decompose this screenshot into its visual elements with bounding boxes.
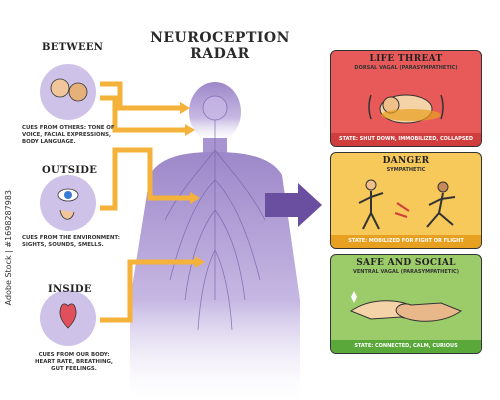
outside-icon-circle — [40, 175, 96, 231]
panel-title: DANGER — [382, 156, 430, 166]
stock-watermark: Adobe Stock | #1698287983 — [4, 190, 13, 306]
panel-state: STATE: SHUT DOWN, IMMOBILIZED, COLLAPSED — [331, 133, 481, 146]
panel-subtitle: SYMPATHETIC — [386, 167, 426, 173]
source-label-outside: OUTSIDE — [42, 165, 98, 176]
source-cues-outside: CUES FROM THE ENVIRONMENT: SIGHTS, SOUND… — [22, 235, 120, 248]
panel-life-threat: LIFE THREAT DORSAL VAGAL (PARASYMPATHETI… — [330, 50, 482, 147]
panel-state: STATE: CONNECTED, CALM, CURIOUS — [331, 340, 481, 353]
source-cues-between: CUES FROM OTHERS: TONE OF VOICE, FACIAL … — [22, 125, 115, 145]
panel-safe-social: SAFE AND SOCIAL VENTRAL VAGAL (PARASYMPA… — [330, 254, 482, 354]
arrow-heads — [180, 102, 205, 268]
collapsed-person-icon — [368, 94, 444, 124]
source-cues-inside: CUES FROM OUR BODY: HEART RATE, BREATHIN… — [35, 352, 113, 372]
source-label-between: BETWEEN — [42, 42, 104, 53]
panel-subtitle: VENTRAL VAGAL (PARASYMPATHETIC) — [352, 269, 460, 275]
panel-state: STATE: MOBILIZED FOR FIGHT OR FLIGHT — [331, 235, 481, 248]
panel-title: LIFE THREAT — [369, 54, 443, 64]
nervous-system — [164, 95, 266, 331]
big-arrow — [265, 183, 322, 227]
panel-subtitle: DORSAL VAGAL (PARASYMPATHETIC) — [354, 65, 458, 71]
fight-flight-icon — [358, 179, 456, 230]
page-title: NEUROCEPTION RADAR — [150, 30, 290, 62]
panel-danger: DANGER SYMPATHETIC STATE: MOBILIZED FOR … — [330, 152, 482, 249]
cue-arrows — [100, 81, 195, 323]
source-label-inside: INSIDE — [48, 284, 92, 295]
holding-hands-icon — [349, 291, 463, 322]
panel-title: SAFE AND SOCIAL — [356, 258, 456, 268]
